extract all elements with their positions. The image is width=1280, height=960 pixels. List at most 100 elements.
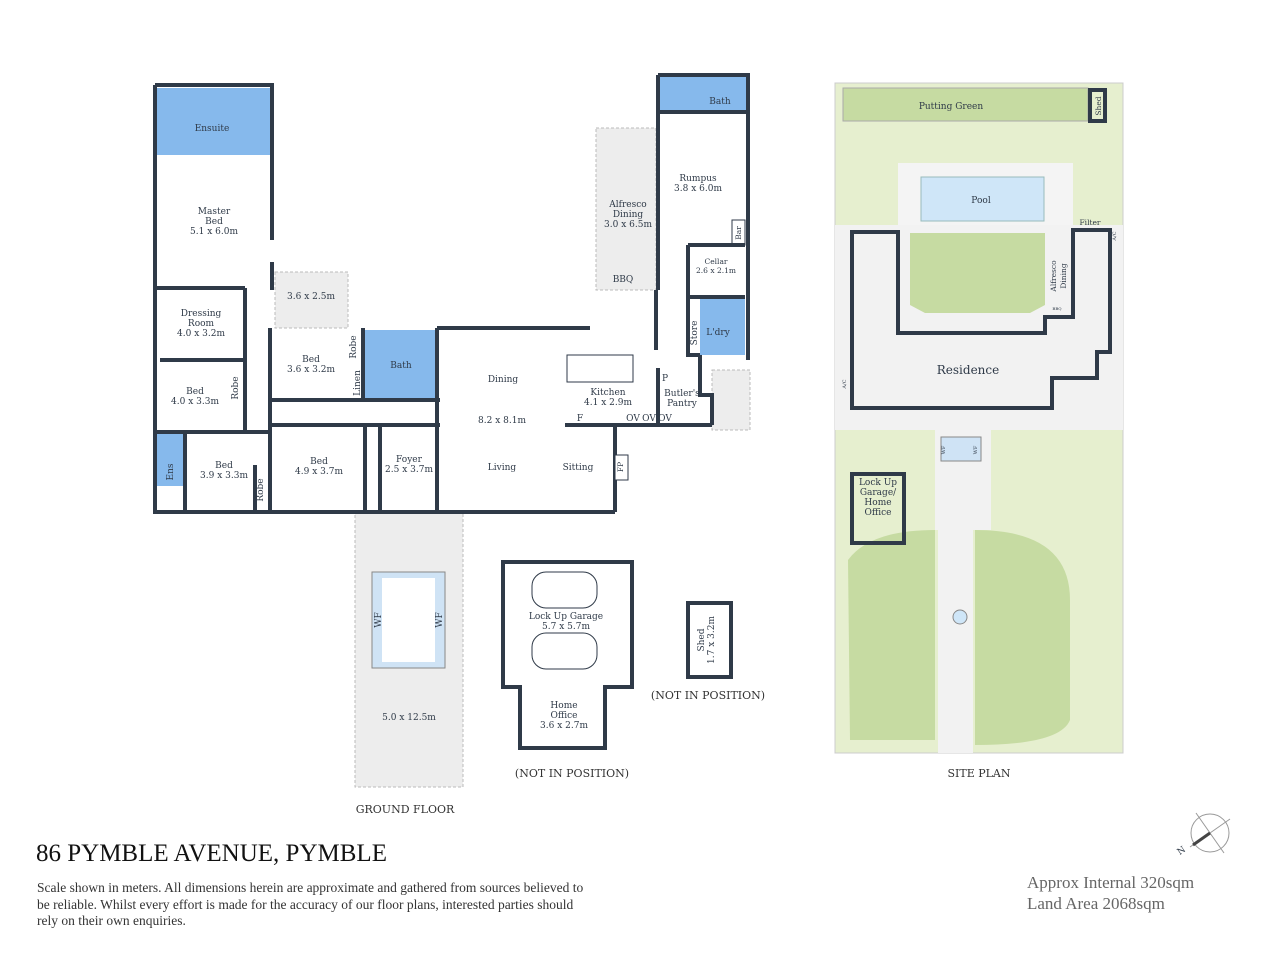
site-garage — [850, 472, 906, 545]
fireplace — [614, 454, 629, 481]
site-wf-label: WF — [941, 445, 947, 454]
site-wf-label: WF — [973, 445, 979, 454]
fireplace-label: FP — [616, 462, 625, 472]
robe-label: Robe — [256, 478, 266, 501]
office-label-2: Office — [550, 711, 577, 721]
room-label-bed2: Bed — [186, 387, 204, 397]
room-label-store: Store — [690, 321, 700, 346]
driveway-dim: 5.0 x 12.5m — [382, 713, 436, 723]
ac-label: A/C — [842, 379, 848, 389]
site-alfresco-label: Alfresco — [1049, 260, 1058, 293]
oven-label: OV — [642, 414, 656, 424]
room-label-bath2: Bath — [709, 97, 731, 107]
bbq-label: BBQ — [613, 275, 634, 285]
room-dim-cellar: 2.6 x 2.1m — [696, 266, 736, 275]
ensuite-room — [157, 88, 270, 155]
room-label-foyer: Foyer — [396, 455, 423, 465]
room-label-dressing-2: Room — [188, 319, 215, 329]
north-arrow-icon: N — [1176, 812, 1231, 858]
fountain — [952, 609, 968, 625]
site-shed — [1088, 88, 1107, 123]
room-label-butlers: Butler's — [664, 389, 700, 399]
office-dim: 3.6 x 2.7m — [540, 721, 588, 731]
site-garage-label-3: Home — [864, 498, 891, 508]
room-label-ens: Ens — [166, 463, 176, 480]
side-patio — [711, 369, 751, 431]
residence-outline — [850, 228, 1112, 410]
shed-outline — [686, 601, 733, 679]
putting-green — [842, 87, 1089, 122]
room-label-bed3: Bed — [215, 461, 233, 471]
laundry-room — [700, 297, 745, 355]
site-shed-label: Shed — [1094, 96, 1103, 115]
filter-label: Filter — [1079, 218, 1100, 227]
alfresco-area — [595, 127, 657, 291]
ground-floor-caption: GROUND FLOOR — [356, 803, 455, 816]
garage-plan: Lock Up Garage 5.7 x 5.7m Home Office 3.… — [501, 560, 765, 780]
site-wf — [940, 436, 982, 462]
ens-room — [157, 434, 183, 486]
shed-dim: 1.7 x 3.2m — [707, 616, 717, 664]
patio-dim: 3.6 x 2.5m — [287, 292, 335, 302]
kitchen-island — [566, 354, 634, 383]
shed-note: (NOT IN POSITION) — [651, 689, 765, 702]
office-label: Home — [550, 701, 577, 711]
path — [935, 410, 991, 530]
car-icon — [531, 571, 598, 609]
site-plan: Putting Green Shed Pool Filter Alfresco … — [834, 82, 1124, 780]
room-label-bed5: Bed — [310, 457, 328, 467]
bath-room — [363, 330, 437, 400]
car-icon — [531, 632, 598, 670]
site-bbq-label: BBQ — [1052, 306, 1062, 311]
pool-label: Pool — [971, 196, 991, 206]
residence-label: Residence — [937, 363, 999, 377]
room-label-kitchen: Kitchen — [590, 388, 625, 398]
pantry-p-label: P — [662, 374, 668, 384]
room-label-living: Living — [488, 463, 517, 473]
room-label-dressing: Dressing — [181, 309, 222, 319]
room-dim-master: 5.1 x 6.0m — [190, 227, 238, 237]
garage-note: (NOT IN POSITION) — [515, 767, 629, 780]
ground-floor-plan: Ensuite Master Bed 5.1 x 6.0m Dressing R… — [153, 73, 751, 816]
internal-area: Approx Internal 320sqm — [1027, 873, 1195, 892]
oven-label: OV — [658, 414, 672, 424]
room-dim-bed5: 4.9 x 3.7m — [295, 467, 343, 477]
robe-label: Robe — [349, 335, 359, 358]
central-path — [938, 530, 973, 753]
room-label-sitting: Sitting — [563, 463, 594, 473]
room-label-laundry: L'dry — [706, 328, 731, 338]
fridge-label: F — [577, 414, 583, 424]
putting-green-label: Putting Green — [919, 102, 984, 112]
room-dim-bed3: 3.9 x 3.3m — [200, 471, 248, 481]
room-label-master: Master — [198, 207, 231, 217]
room-dim-bed4: 3.6 x 3.2m — [287, 365, 335, 375]
room-label-master-2: Bed — [205, 217, 223, 227]
site-garage-label-4: Office — [864, 508, 891, 518]
bar-label: Bar — [734, 226, 743, 240]
ac-label: A/C — [1112, 231, 1118, 241]
room-dim-rumpus: 3.8 x 6.0m — [674, 184, 722, 194]
site-garage-label-2: Garage/ — [860, 488, 897, 498]
room-dim-alfresco: 3.0 x 6.5m — [604, 220, 652, 230]
site-alfresco-label-2: Dining — [1059, 263, 1068, 288]
robe-label: Robe — [231, 376, 241, 399]
room-label-dining: Dining — [488, 375, 519, 385]
room-label-linen: Linen — [353, 370, 363, 396]
wf-pad-inner — [382, 578, 435, 662]
room-label-alfresco: Alfresco — [608, 200, 646, 210]
wf-label: WF — [374, 612, 384, 628]
property-address-title: 86 PYMBLE AVENUE, PYMBLE — [36, 840, 387, 867]
room-label-pantry: Pantry — [667, 399, 698, 409]
lawn-right — [975, 530, 1070, 745]
lawn-left — [848, 530, 935, 740]
bar-counter — [731, 219, 746, 246]
garage-label: Lock Up Garage — [529, 612, 603, 622]
room-dim-living: 8.2 x 8.1m — [478, 416, 526, 426]
room-label-bath: Bath — [390, 361, 412, 371]
room-label-bed4: Bed — [302, 355, 320, 365]
room-dim-bed2: 4.0 x 3.3m — [171, 397, 219, 407]
site-garage-label: Lock Up — [859, 478, 897, 488]
room-label-cellar: Cellar — [704, 257, 727, 266]
